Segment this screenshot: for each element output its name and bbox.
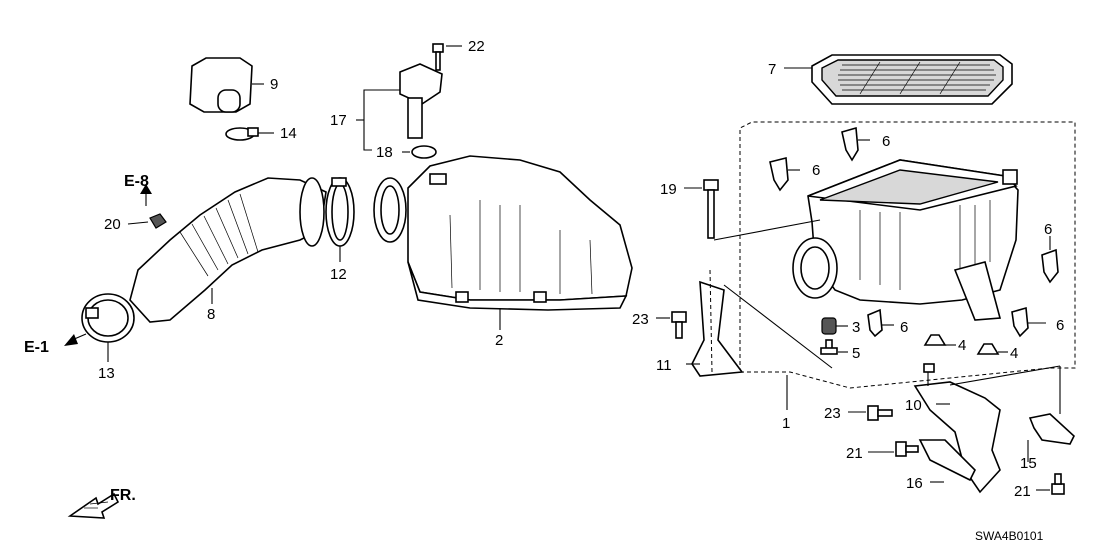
callout-4b: 4 <box>1010 345 1018 362</box>
callout-11: 11 <box>656 357 672 374</box>
callout-16: 16 <box>906 475 923 492</box>
callout-13: 13 <box>98 365 115 382</box>
band-clamp-12 <box>325 177 355 262</box>
callout-17: 17 <box>330 112 347 129</box>
callout-18: 18 <box>376 144 393 161</box>
air-filter-element <box>784 54 1013 105</box>
diagram-code: SWA4B0101 <box>975 529 1044 543</box>
ref-e8: E-8 <box>124 173 149 190</box>
callout-22: 22 <box>468 38 485 55</box>
callout-6a: 6 <box>882 133 890 150</box>
callout-1: 1 <box>782 415 790 432</box>
callout-4a: 4 <box>958 337 966 354</box>
ref-arrows <box>64 184 152 346</box>
band-clamp-13 <box>81 293 135 362</box>
air-cleaner-cover <box>373 155 633 330</box>
intake-duct <box>129 177 327 323</box>
clip-20 <box>127 213 167 229</box>
assembly-outline <box>739 121 1076 410</box>
callout-5: 5 <box>852 345 860 362</box>
resonator <box>189 57 274 141</box>
clip-set <box>769 126 1059 338</box>
air-cleaner-case <box>792 159 1019 321</box>
callout-15: 15 <box>1020 455 1037 472</box>
callout-6b: 6 <box>812 162 820 179</box>
front-arrow <box>67 492 120 519</box>
ref-e1: E-1 <box>24 339 49 356</box>
front-label: FR. <box>110 487 136 504</box>
callout-6c: 6 <box>1044 221 1052 238</box>
bracket-assembly <box>913 363 1075 494</box>
bolt-19 <box>684 179 821 241</box>
callout-21a: 21 <box>846 445 863 462</box>
bracket-11 <box>656 269 833 377</box>
callout-23a: 23 <box>632 311 649 328</box>
callout-21b: 21 <box>1014 483 1031 500</box>
callout-14: 14 <box>280 125 297 142</box>
callout-23b: 23 <box>824 405 841 422</box>
callout-7: 7 <box>768 61 776 78</box>
mount-rubbers <box>820 317 1008 355</box>
callout-2: 2 <box>495 332 503 349</box>
callout-10: 10 <box>905 397 922 414</box>
callout-6e: 6 <box>900 319 908 336</box>
callout-19: 19 <box>660 181 677 198</box>
callout-8: 8 <box>207 306 215 323</box>
callout-labels: 1 2 3 4 4 5 6 6 6 6 6 6 7 8 9 10 11 12 1… <box>98 38 1064 500</box>
callout-12: 12 <box>330 266 347 283</box>
callout-3: 3 <box>852 319 860 336</box>
iat-sensor <box>356 43 462 159</box>
callout-6d: 6 <box>1056 317 1064 334</box>
callout-9: 9 <box>270 76 278 93</box>
lower-bolts <box>848 405 1065 495</box>
callout-20: 20 <box>104 216 121 233</box>
